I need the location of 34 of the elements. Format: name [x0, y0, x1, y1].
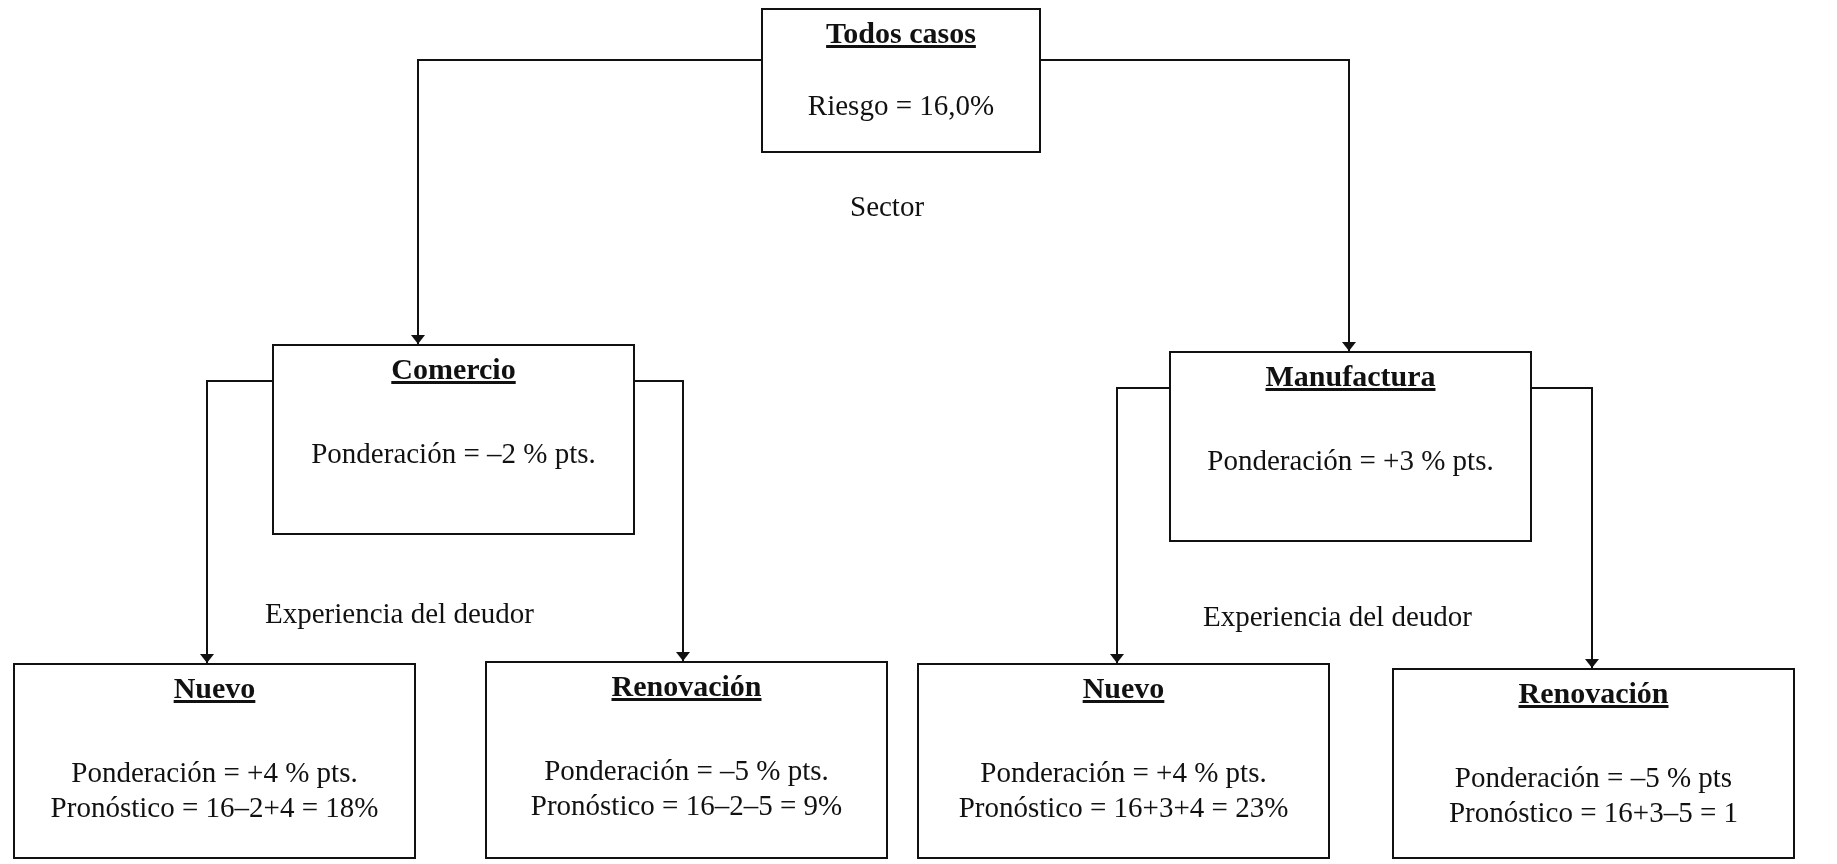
tree-node-box [485, 661, 888, 859]
node-title: Comercio [391, 352, 516, 386]
node-title: Nuevo [173, 671, 256, 705]
node-title: Todos casos [826, 16, 976, 50]
node-value: Pronóstico = 16–2–5 = 9% [530, 787, 843, 823]
split-label: Experiencia del deudor [265, 597, 534, 630]
tree-node-box [761, 8, 1041, 153]
node-title: Renovación [1518, 676, 1669, 710]
node-title: Nuevo [1082, 671, 1165, 705]
arrow [413, 59, 762, 345]
tree-node-box [13, 663, 416, 859]
split-label: Sector [850, 190, 925, 223]
node-value: Ponderación = +4 % pts. [980, 755, 1267, 790]
node-value: Riesgo = 16,0% [807, 88, 995, 123]
node-value: Ponderación = –5 % pts. [544, 753, 829, 788]
node-value: Pronóstico = 16+3–5 = 1 [1448, 794, 1739, 830]
arrow [1531, 387, 1597, 669]
tree-node-box [917, 663, 1330, 859]
arrow [1112, 387, 1170, 664]
arrow [634, 380, 688, 662]
tree-node-box [1392, 668, 1795, 859]
node-value: Ponderación = –2 % pts. [311, 436, 596, 471]
node-title: Renovación [611, 669, 762, 703]
node-title: Manufactura [1265, 359, 1436, 393]
arrow [202, 380, 273, 664]
tree-node-box [272, 344, 635, 535]
node-value: Ponderación = +3 % pts. [1207, 443, 1494, 478]
node-value: Pronóstico = 16+3+4 = 23% [958, 789, 1289, 825]
node-value: Ponderación = +4 % pts. [71, 755, 358, 790]
node-value: Ponderación = –5 % pts [1454, 760, 1733, 795]
tree-node-box [1169, 351, 1532, 542]
arrow [1040, 59, 1354, 352]
split-label: Experiencia del deudor [1203, 600, 1472, 633]
node-value: Pronóstico = 16–2+4 = 18% [50, 789, 379, 825]
